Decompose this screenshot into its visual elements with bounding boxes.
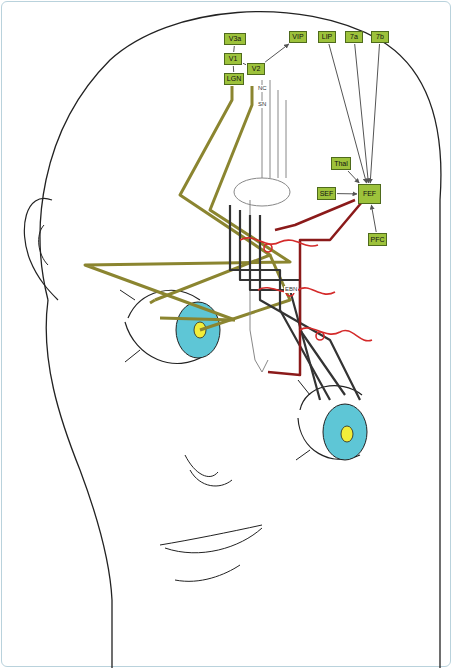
area-box: PFC bbox=[368, 233, 387, 246]
area-box: FEF bbox=[358, 184, 381, 204]
area-name: LGN bbox=[227, 75, 241, 83]
nucleus-label: SN bbox=[257, 101, 267, 108]
connection-line bbox=[371, 205, 376, 232]
area-name: V3a bbox=[229, 35, 241, 43]
area-name: Thal bbox=[334, 160, 348, 168]
area-box: 7b bbox=[371, 31, 389, 43]
connection-line bbox=[329, 44, 367, 183]
area-name: V2 bbox=[252, 65, 261, 73]
area-name: LIP bbox=[322, 33, 333, 41]
area-name: 7a bbox=[350, 33, 358, 41]
connection-line bbox=[370, 44, 379, 183]
area-box: LGN bbox=[224, 73, 244, 85]
connection-line bbox=[243, 63, 246, 64]
area-box: Thal bbox=[331, 157, 351, 170]
connection-line bbox=[265, 44, 289, 62]
connection-line bbox=[337, 193, 357, 194]
connection-line bbox=[348, 171, 359, 183]
area-box: LIP bbox=[318, 31, 336, 43]
area-box: VIP bbox=[289, 31, 307, 43]
left-eye bbox=[120, 290, 220, 364]
area-name: V1 bbox=[229, 55, 238, 63]
connection-line bbox=[355, 44, 369, 183]
area-box: V3a bbox=[224, 33, 246, 45]
area-name: PFC bbox=[371, 236, 385, 244]
area-box: V1 bbox=[224, 53, 242, 65]
area-name: VIP bbox=[292, 33, 303, 41]
nucleus-label: EBN bbox=[284, 286, 298, 293]
nucleus-label: NC bbox=[257, 85, 268, 92]
area-box: 7a bbox=[345, 31, 363, 43]
area-name: 7b bbox=[376, 33, 384, 41]
area-name: FEF bbox=[363, 190, 376, 198]
area-box: SEF bbox=[317, 187, 336, 200]
area-box: V2 bbox=[247, 63, 265, 75]
area-name: SEF bbox=[320, 190, 334, 198]
connection-line bbox=[233, 46, 235, 52]
connection-line bbox=[233, 66, 234, 72]
